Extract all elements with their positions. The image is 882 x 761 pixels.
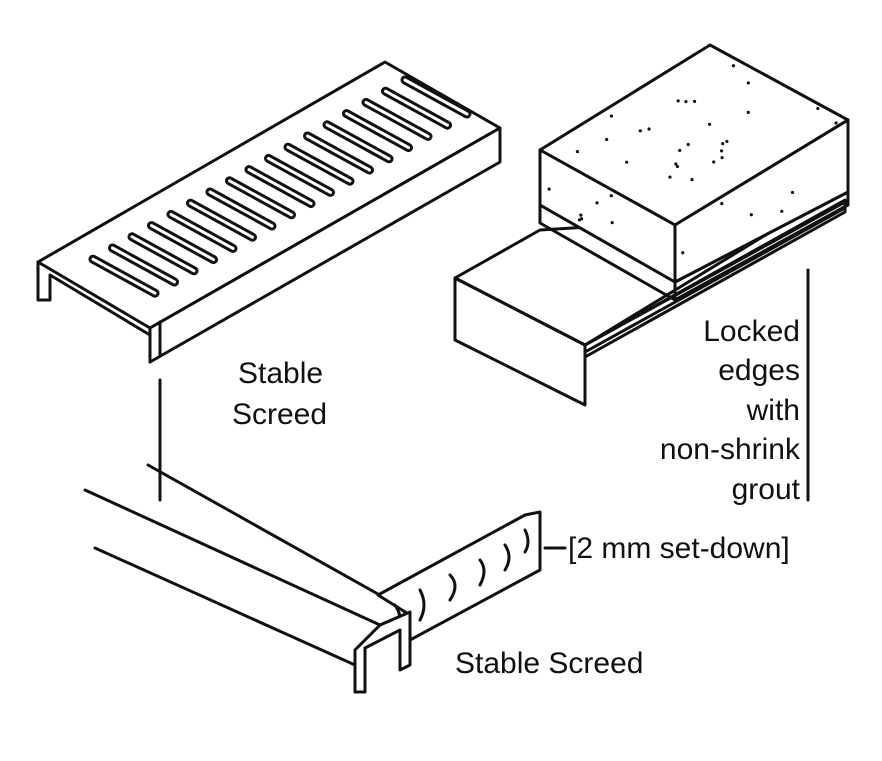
speckle-dot (579, 213, 583, 217)
grate-slot-inner (111, 246, 176, 284)
speckle-dot (749, 213, 753, 217)
speckle-dot (638, 129, 642, 133)
grate-slot-inner (91, 257, 157, 295)
grate-slot-inner (130, 235, 196, 273)
speckle-dot (625, 160, 629, 164)
stone-speckle (547, 64, 838, 255)
speckle-dot (668, 175, 672, 179)
speckle-dot (692, 99, 697, 104)
speckle-dot (707, 122, 712, 126)
speckle-dot (721, 141, 725, 146)
speckle-dot (690, 177, 694, 182)
label-locked-3: with (746, 394, 800, 427)
stone-block-assembly (453, 43, 850, 407)
label-locked-4: non-shrink (660, 433, 801, 466)
grate-slot-inner (267, 156, 332, 194)
speckle-dot (595, 201, 599, 205)
speckle-dot (720, 202, 724, 206)
speckle-dot (746, 81, 750, 85)
grate-slot-inner (247, 168, 313, 206)
speckle-dot (684, 100, 688, 104)
grate-slot-inner (364, 100, 430, 138)
label-locked-5: grout (732, 473, 801, 506)
speckle-dot (605, 137, 609, 142)
speckle-dot (575, 150, 580, 154)
speckle-dot (547, 187, 551, 191)
label-set-down: [2 mm set-down] (568, 532, 790, 565)
speckle-dot (610, 220, 614, 225)
speckle-dot (725, 139, 729, 144)
grate-slot-inner (325, 123, 391, 161)
label-locked-2: edges (718, 354, 800, 387)
speckle-dot (647, 127, 651, 131)
speckle-dot (579, 217, 584, 221)
drain-grate (36, 60, 502, 364)
speckle-dot (609, 114, 613, 118)
bottom-channel (83, 463, 542, 694)
grate-slot-inner (286, 145, 352, 183)
grate-slots (88, 75, 472, 298)
grate-slot-inner (189, 201, 254, 239)
speckle-dot (731, 64, 736, 68)
speckle-dot (686, 142, 690, 147)
speckle-dot (678, 148, 682, 153)
speckle-dot (834, 121, 838, 125)
grate-slot-inner (228, 179, 293, 217)
speckle-dot (681, 251, 685, 255)
speckle-dot (780, 209, 784, 213)
speckle-dot (609, 194, 613, 198)
speckle-dot (790, 190, 795, 195)
grate-slot-inner (384, 89, 449, 127)
speckle-dot (675, 164, 679, 169)
grate-slot-inner (169, 212, 235, 250)
label-top-screed-2: Screed (232, 398, 327, 431)
speckle-dot (676, 99, 680, 103)
speckle-dot (719, 149, 724, 153)
speckle-dot (712, 160, 716, 164)
grate-slot-inner (150, 224, 215, 262)
grate-slot-inner (208, 190, 274, 228)
label-top-screed-1: Stable (238, 357, 323, 390)
speckle-dot (674, 162, 678, 166)
label-locked-1: Locked (703, 315, 800, 348)
speckle-dot (720, 155, 724, 160)
speckle-dot (816, 106, 820, 111)
grate-slot-inner (345, 112, 410, 150)
grate-slot-inner (403, 78, 469, 116)
grate-slot-inner (306, 134, 371, 172)
speckle-dot (746, 110, 750, 114)
label-bottom-screed: Stable Screed (455, 647, 643, 680)
